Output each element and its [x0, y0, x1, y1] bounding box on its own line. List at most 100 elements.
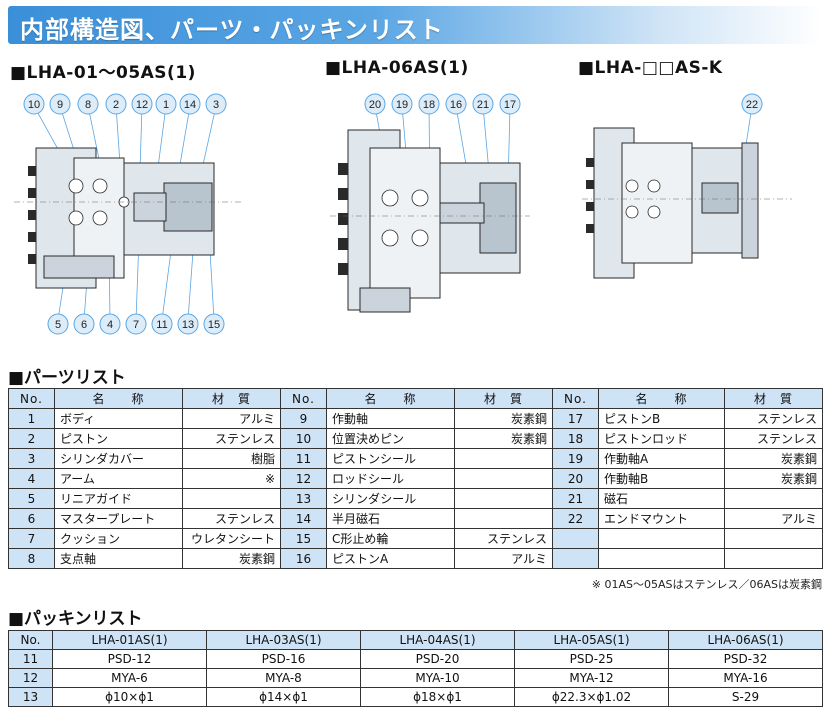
diagram-body [347, 129, 521, 313]
part-name: リニアガイド [54, 488, 183, 509]
part-material: アルミ [182, 408, 281, 429]
packing-cell: MYA-16 [668, 668, 823, 688]
balloon-18: 18 [418, 93, 440, 115]
part-material: 炭素鋼 [724, 448, 823, 469]
part-material: 樹脂 [182, 448, 281, 469]
packing-cell: ϕ18×ϕ1 [360, 687, 515, 707]
table-row [552, 528, 823, 549]
balloon-15: 15 [203, 313, 225, 335]
part-no: 19 [552, 448, 599, 469]
part-material: 炭素鋼 [454, 428, 553, 449]
packing-cell: ϕ10×ϕ1 [52, 687, 207, 707]
material-note: ※ 01AS～05ASはステンレス／06ASは炭素鋼 [591, 578, 822, 591]
part-name: ピストンB [598, 408, 725, 429]
part-name: 作動軸A [598, 448, 725, 469]
part-name: シリンダカバー [54, 448, 183, 469]
part-no: 16 [280, 548, 327, 569]
part-material [724, 488, 823, 509]
part-name: ロッドシール [326, 468, 455, 489]
part-no: 8 [8, 548, 55, 569]
part-material: アルミ [454, 548, 553, 569]
packing-list-title: ■パッキンリスト [8, 609, 143, 629]
balloon-13: 13 [177, 313, 199, 335]
parts-list-title: ■パーツリスト [8, 368, 126, 388]
balloon-7: 7 [125, 313, 147, 335]
part-no: 11 [280, 448, 327, 469]
packing-table: No.LHA-01AS(1)LHA-03AS(1)LHA-04AS(1)LHA-… [8, 630, 823, 707]
figure-title-06: ■LHA-06AS(1) [325, 58, 469, 78]
packing-cell: ϕ14×ϕ1 [206, 687, 361, 707]
diagram-body [35, 147, 215, 289]
part-name: ピストンロッド [598, 428, 725, 449]
diagram-body [593, 127, 759, 279]
svg-text:18: 18 [423, 99, 435, 111]
packing-no: 12 [8, 668, 53, 688]
svg-text:14: 14 [184, 99, 196, 111]
balloon-10: 10 [23, 93, 45, 115]
svg-text:2: 2 [113, 99, 119, 111]
part-name: 磁石 [598, 488, 725, 509]
svg-text:21: 21 [477, 99, 489, 111]
part-no: 17 [552, 408, 599, 429]
packing-no: 11 [8, 649, 53, 669]
part-name: 作動軸 [326, 408, 455, 429]
packing-cell: MYA-6 [52, 668, 207, 688]
page-title: 内部構造図、パーツ・パッキンリスト [20, 16, 444, 44]
cross-section-diagram-k: 22 [582, 88, 792, 348]
part-name [598, 548, 725, 569]
svg-text:17: 17 [504, 99, 516, 111]
part-name: ボディ [54, 408, 183, 429]
part-no [552, 528, 599, 549]
part-no: 3 [8, 448, 55, 469]
part-material: ステンレス [454, 528, 553, 549]
svg-text:15: 15 [208, 319, 220, 331]
part-material: 炭素鋼 [454, 408, 553, 429]
part-name: ピストンシール [326, 448, 455, 469]
parts-header-no: No. [8, 388, 55, 409]
part-no: 2 [8, 428, 55, 449]
packing-cell: MYA-12 [514, 668, 669, 688]
part-no: 12 [280, 468, 327, 489]
part-material: 炭素鋼 [724, 468, 823, 489]
balloon-2: 2 [105, 93, 127, 115]
parts-header-material: 材 質 [182, 388, 281, 409]
packing-cell: S-29 [668, 687, 823, 707]
svg-text:6: 6 [81, 319, 87, 331]
part-name: マスタープレート [54, 508, 183, 529]
part-material: ウレタンシート [182, 528, 281, 549]
part-name: 支点軸 [54, 548, 183, 569]
svg-text:20: 20 [369, 99, 381, 111]
part-material [182, 488, 281, 509]
part-material: アルミ [724, 508, 823, 529]
svg-text:12: 12 [136, 99, 148, 111]
figure-title-01-05: ■LHA-01～05AS(1) [10, 63, 196, 83]
svg-text:8: 8 [85, 99, 91, 111]
svg-text:9: 9 [57, 99, 63, 111]
svg-text:7: 7 [133, 319, 139, 331]
parts-header-name: 名 称 [54, 388, 183, 409]
balloon-1: 1 [155, 93, 177, 115]
packing-cell: MYA-8 [206, 668, 361, 688]
packing-cell: PSD-16 [206, 649, 361, 669]
